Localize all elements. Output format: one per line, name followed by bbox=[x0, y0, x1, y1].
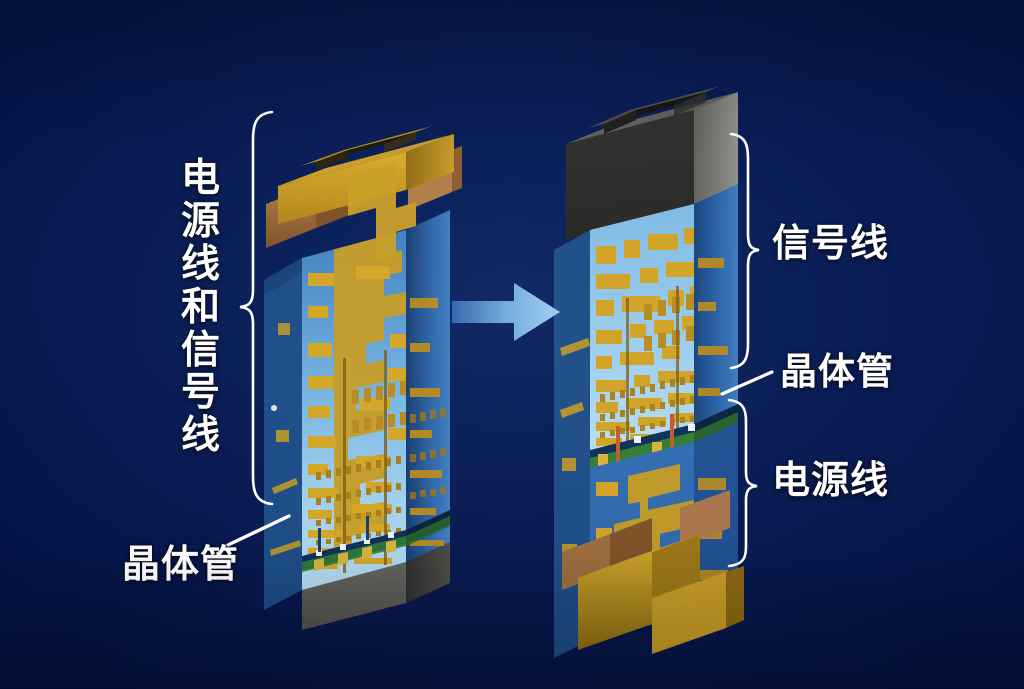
left-side-metal-layers bbox=[410, 298, 446, 546]
label-transistor-right: 晶体管 bbox=[780, 351, 894, 392]
left-top-cap bbox=[266, 126, 462, 260]
right-chip-column bbox=[548, 58, 758, 658]
left-transistor-band bbox=[302, 510, 450, 572]
transition-arrow bbox=[452, 281, 562, 343]
label-power-and-signal-lines: 电源线和信号线 bbox=[180, 157, 221, 458]
left-column-graphic bbox=[264, 126, 462, 630]
right-top-cap bbox=[566, 86, 738, 240]
label-signal-lines: 信号线 bbox=[772, 223, 890, 265]
left-chip-column bbox=[256, 58, 466, 658]
right-gold-base bbox=[562, 490, 744, 654]
label-power-lines: 电源线 bbox=[772, 460, 890, 502]
label-transistor-left: 晶体管 bbox=[122, 544, 240, 586]
right-transistor-band bbox=[590, 404, 738, 470]
right-column-graphic bbox=[554, 86, 744, 658]
right-arrow-icon bbox=[452, 283, 560, 341]
left-back-face bbox=[264, 258, 302, 610]
